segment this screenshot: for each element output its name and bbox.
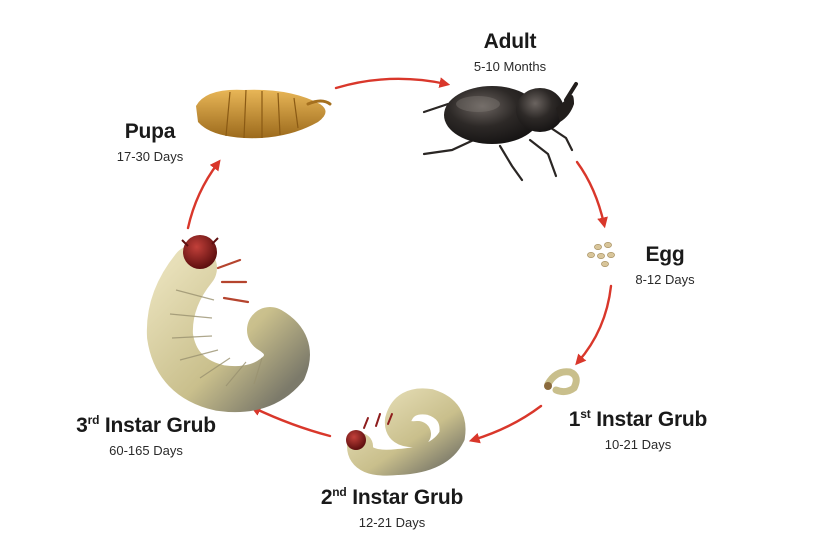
pupa-illustration (196, 89, 332, 139)
stage-duration: 10-21 Days (604, 437, 672, 452)
stage-title: Egg (645, 243, 685, 266)
cycle-arrows (186, 77, 613, 444)
stage-duration: 5-10 Months (473, 59, 547, 74)
stage-pupa: Pupa 17-30 Days (100, 120, 200, 166)
stage-instar3: 3rd Instar Grub 60-165 Days (56, 414, 236, 460)
arrow-instar3-to-pupa (186, 159, 221, 230)
stage-egg: Egg 8-12 Days (615, 243, 715, 289)
arrow-egg-to-instar1 (575, 284, 613, 366)
beetle-illustration (422, 82, 578, 182)
stage-title: 1st Instar Grub (568, 407, 708, 431)
egg-cluster-illustration (587, 242, 615, 267)
stage-duration: 12-21 Days (358, 515, 426, 530)
stage-title: Pupa (124, 120, 176, 143)
arrow-instar1-to-instar2 (468, 404, 543, 444)
stage-title: 3rd Instar Grub (76, 413, 216, 437)
stage-duration: 8-12 Days (635, 272, 695, 287)
grub-illustration (544, 368, 580, 396)
arrow-pupa-to-adult (334, 77, 451, 90)
stage-instar2: 2nd Instar Grub 12-21 Days (302, 486, 482, 532)
grub-illustration (346, 388, 466, 476)
arrow-adult-to-egg (575, 160, 608, 229)
stage-title: 2nd Instar Grub (320, 485, 464, 509)
stage-adult: Adult 5-10 Months (450, 30, 570, 76)
stage-duration: 17-30 Days (116, 149, 184, 164)
stage-duration: 60-165 Days (109, 443, 183, 458)
grub-illustration (146, 235, 310, 413)
arrow-instar2-to-instar3 (250, 405, 332, 438)
stage-title: Adult (483, 30, 537, 53)
stage-instar1: 1st Instar Grub 10-21 Days (548, 408, 728, 454)
